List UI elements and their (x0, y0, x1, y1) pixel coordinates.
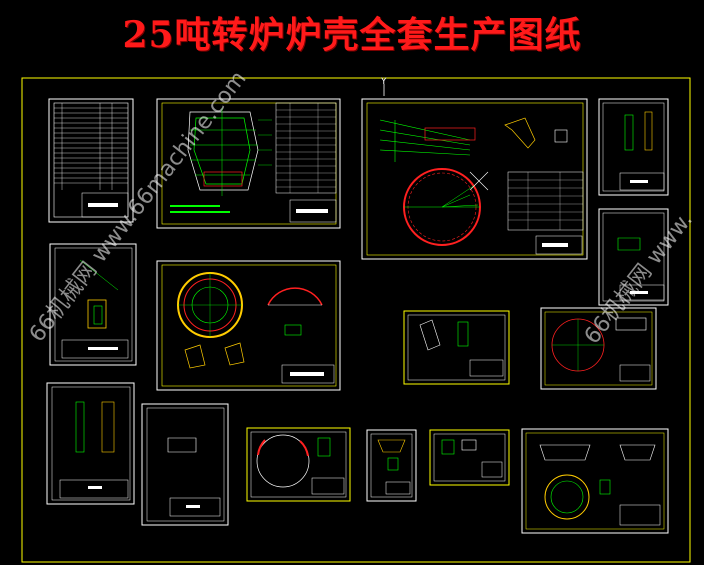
drawing-frame (21, 77, 691, 563)
sheet-assembly[interactable] (156, 98, 341, 229)
sheet-detail-d[interactable] (403, 310, 510, 385)
page-title: 25吨转炉炉壳全套生产图纸 (122, 14, 582, 56)
sheet-parts-list[interactable] (48, 98, 134, 223)
sheet-ring-section[interactable] (156, 260, 341, 391)
sheet-detail-g[interactable] (141, 403, 229, 526)
sheet-detail-k[interactable] (521, 428, 669, 534)
sheet-detail-h[interactable] (246, 427, 351, 502)
sheet-detail-i[interactable] (366, 429, 417, 502)
sheet-shell-ring[interactable] (361, 98, 588, 260)
sheet-detail-a[interactable] (598, 98, 669, 196)
sheet-detail-f[interactable] (46, 382, 135, 505)
y-axis-label: Y (380, 77, 387, 87)
sheet-detail-c[interactable] (49, 243, 137, 366)
sheet-detail-j[interactable] (429, 429, 510, 486)
sheet-detail-b[interactable] (598, 208, 669, 306)
sheet-detail-e[interactable] (540, 307, 657, 390)
